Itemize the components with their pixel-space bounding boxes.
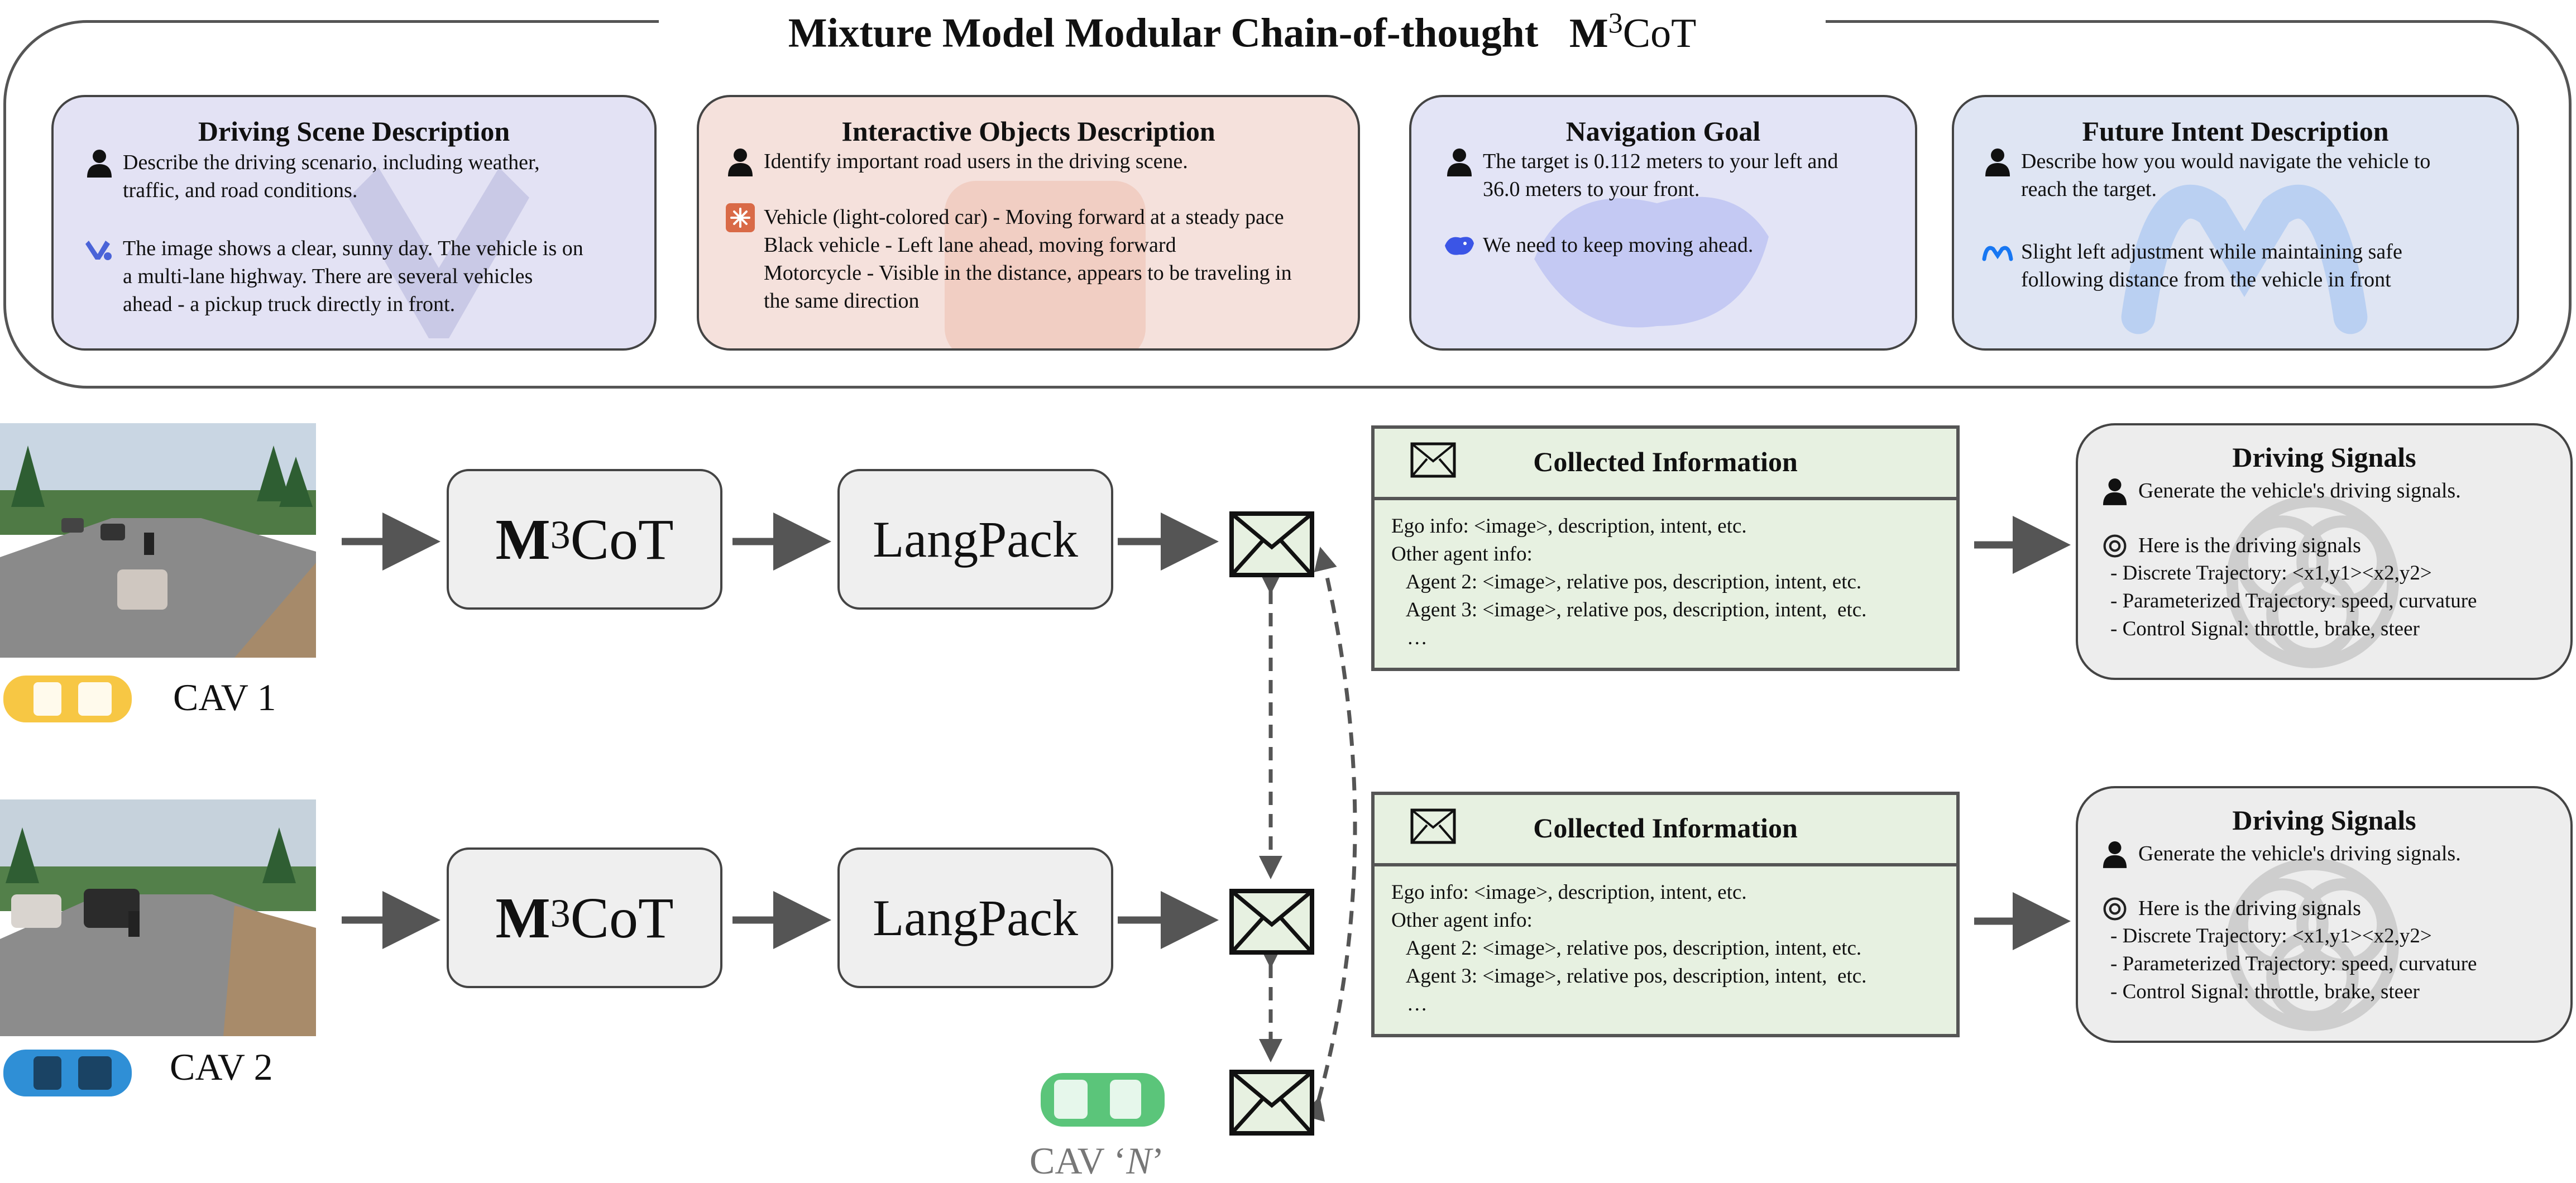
envelope-icon [1410,442,1456,478]
answer-text: We need to keep moving ahead. [1483,233,1754,257]
cav-1-label: CAV 1 [173,676,276,719]
question-text: Identify important road users in the dri… [764,150,1188,173]
user-icon [84,147,115,179]
envelope-icon [1410,808,1456,844]
openai-icon [2099,893,2130,925]
langpack-module: LangPack [837,469,1113,610]
m3cot-sup: 3 [550,512,571,557]
cav-2-car-icon [3,1050,132,1096]
deepseek-watermark-icon [1534,197,1769,328]
answer-row: We need to keep moving ahead. [1444,231,1913,261]
m3cot-label: M [495,507,550,572]
meta-icon [1982,237,2013,268]
m3cot-sup: 3 [550,890,571,936]
answer-row: The image shows a clear, sunny day. The … [84,234,648,318]
cav-1-car-icon [3,676,132,722]
signals-list: - Discrete Trajectory: <x1,y1><x2,y2>- P… [2110,562,2477,640]
frame-title-model: M3CoT [1569,7,1697,56]
openai-watermark-icon [2226,495,2399,668]
user-icon [1982,146,2013,178]
driving-signals-card: Driving Signals Generate the vehicle's d… [2076,786,2573,1043]
claude-icon [725,202,756,233]
frame-title-text: Mixture Model Modular Chain-of-thought [788,10,1539,56]
question-row: Generate the vehicle's driving signals. [2099,477,2461,507]
message-envelope-icon [1229,1070,1314,1136]
answer-row: Slight left adjustment while maintaining… [1982,238,2507,294]
panel-interactive-objects: Interactive Objects Description Identify… [697,95,1360,351]
panel-title: Driving Scene Description [198,116,510,147]
cav-2-label: CAV 2 [170,1046,273,1088]
user-icon [2099,476,2130,507]
driving-signals-title: Driving Signals [2232,442,2416,473]
answer-text: Slight left adjustment while maintaining… [2021,240,2402,291]
meta-watermark-icon [2121,184,2368,334]
answer-row: Here is the driving signals [2099,894,2361,925]
chatglm-icon [84,233,115,265]
panel-navigation-goal: Navigation Goal The target is 0.112 mete… [1409,95,1917,351]
panel-future-intent: Future Intent Description Describe how y… [1952,95,2519,351]
collected-information-title: Collected Information [1533,446,1798,477]
answer-text: The image shows a clear, sunny day. The … [123,237,583,316]
panel-title: Navigation Goal [1565,116,1761,147]
message-envelope-icon [1229,511,1314,577]
answer-row: Vehicle (light-colored car) - Moving for… [725,203,1353,315]
collected-information-header: Collected Information [1375,429,1956,500]
collected-information-body: Ego info: <image>, description, intent, … [1391,515,1867,649]
question-row: Identify important road users in the dri… [725,147,1350,178]
collected-information-header: Collected Information [1375,795,1956,866]
driving-signals-card: Driving Signals Generate the vehicle's d… [2076,423,2573,680]
user-icon [2099,839,2130,870]
cav-n-car-icon [1041,1073,1165,1127]
deepseek-icon [1444,230,1475,261]
signals-list: - Discrete Trajectory: <x1,y1><x2,y2>- P… [2110,925,2477,1003]
chatglm-watermark-icon [348,167,529,338]
question-text: The target is 0.112 meters to your left … [1483,150,1838,201]
answer-text: Vehicle (light-colored car) - Moving for… [764,205,1292,313]
collected-information-card: Collected Information Ego info: <image>,… [1371,425,1960,671]
cav-2-camera-image [0,799,316,1036]
answer-row: Here is the driving signals [2099,531,2361,562]
user-icon [725,146,756,178]
claude-watermark-icon [945,181,1146,348]
m3cot-rest: CoT [570,885,674,950]
m3cot-label: M [495,885,550,950]
question-row: Generate the vehicle's driving signals. [2099,840,2461,870]
question-row: The target is 0.112 meters to your left … [1444,147,1913,203]
panel-title: Future Intent Description [2082,116,2389,147]
panel-driving-scene: Driving Scene Description Describe the d… [51,95,657,351]
question-text: Describe how you would navigate the vehi… [2021,150,2431,201]
panel-title: Interactive Objects Description [841,116,1215,147]
message-envelope-icon [1229,889,1314,955]
openai-watermark-icon [2226,858,2399,1031]
langpack-module: LangPack [837,847,1113,988]
dashed-link-1-n [1302,547,1357,1122]
question-row: Describe the driving scenario, including… [84,149,642,204]
collected-information-title: Collected Information [1533,812,1798,844]
question-row: Describe how you would navigate the vehi… [1982,147,2507,203]
frame-title: Mixture Model Modular Chain-of-thought M… [659,0,1826,56]
collected-information-card: Collected Information Ego info: <image>,… [1371,792,1960,1037]
cav-n-label: CAV ‘N’ [1030,1139,1165,1182]
driving-signals-title: Driving Signals [2232,804,2416,836]
cav-1-camera-image [0,423,316,658]
openai-icon [2099,530,2130,562]
m3cot-rest: CoT [570,507,674,572]
collected-information-body: Ego info: <image>, description, intent, … [1391,881,1867,1016]
question-text: Describe the driving scenario, including… [123,151,540,202]
user-icon [1444,146,1475,178]
